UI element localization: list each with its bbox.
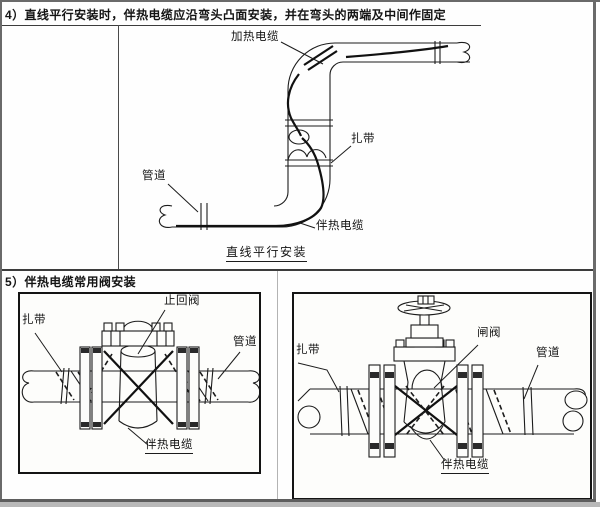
label-trace-cable: 伴热电缆 bbox=[316, 220, 364, 232]
page-border-bottom-shadow bbox=[0, 502, 600, 507]
figure-caption: 直线平行安装 bbox=[226, 243, 308, 262]
label-gate-valve: 闸阀 bbox=[477, 327, 501, 339]
label-trace-cable: 伴热电缆 bbox=[441, 459, 489, 475]
figure-straight-parallel-install: 加热电缆 扎带 管道 伴热电缆 直线平行安装 bbox=[118, 26, 484, 270]
check-valve-drawing bbox=[21, 309, 261, 446]
label-pipe: 管道 bbox=[536, 347, 560, 359]
label-pipe: 管道 bbox=[142, 170, 166, 182]
page-border-top bbox=[0, 0, 600, 2]
label-tie: 扎带 bbox=[22, 314, 46, 326]
label-tie: 扎带 bbox=[351, 133, 375, 145]
page-border-bottom bbox=[0, 499, 596, 502]
pipe-elbow-drawing bbox=[158, 41, 471, 230]
page-border-left bbox=[0, 0, 2, 503]
label-pipe: 管道 bbox=[233, 336, 257, 348]
label-tie: 扎带 bbox=[296, 344, 320, 356]
cell-divider-vline bbox=[277, 271, 278, 502]
page-border-right bbox=[593, 0, 596, 503]
label-heating-cable: 加热电缆 bbox=[231, 31, 279, 43]
rule-under-heading-4 bbox=[0, 25, 481, 26]
section-5-heading: 5）伴热电缆常用阀安装 bbox=[5, 275, 137, 289]
label-trace-cable: 伴热电缆 bbox=[145, 439, 193, 455]
gate-valve-drawing bbox=[297, 295, 588, 462]
label-check-valve: 止回阀 bbox=[164, 295, 200, 307]
table-cell-vline bbox=[118, 25, 119, 270]
figure-gate-valve: 扎带 闸阀 管道 伴热电缆 bbox=[292, 292, 592, 500]
figure-check-valve: 止回阀 扎带 管道 伴热电缆 bbox=[18, 292, 261, 474]
section-4-heading: 4）直线平行安装时，伴热电缆应沿弯头凸面安装，并在弯头的两端及中间作固定 bbox=[5, 8, 447, 22]
section-divider bbox=[0, 269, 595, 271]
